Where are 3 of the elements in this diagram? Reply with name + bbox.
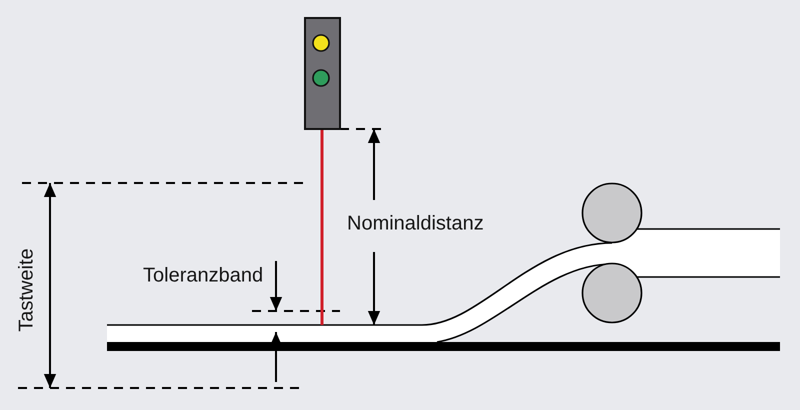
- dimension-label: Nominaldistanz: [347, 212, 484, 236]
- dimension-label: Toleranzband: [143, 264, 264, 288]
- dimension-label: Tastweite: [16, 248, 38, 332]
